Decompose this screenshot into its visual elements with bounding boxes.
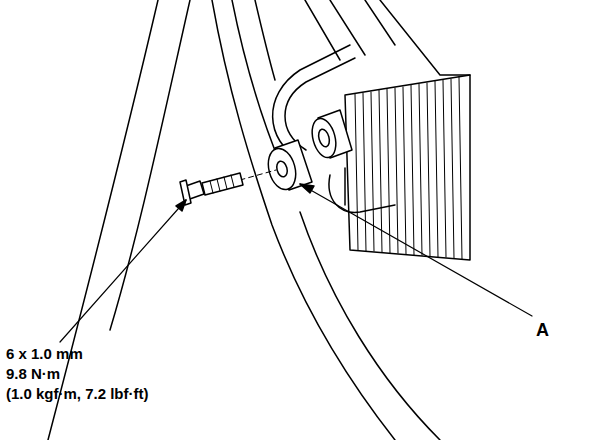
radiator-fins <box>355 77 462 259</box>
bumper-edge <box>255 0 275 80</box>
body-contour <box>110 0 190 330</box>
torque-value: 9.8 N·m <box>6 365 60 383</box>
bracket <box>344 168 346 205</box>
leader-arrowhead <box>176 200 186 211</box>
torque-conversion: (1.0 kgf·m, 7.2 lbf·ft) <box>6 385 149 403</box>
frame-line <box>380 0 470 75</box>
leader-arrowhead <box>300 184 314 193</box>
leader-line <box>60 200 186 342</box>
bumper-edge <box>232 0 282 168</box>
bolt-size: 6 x 1.0 mm <box>6 345 83 363</box>
leader-line <box>300 184 532 316</box>
bushing <box>308 110 352 160</box>
radiator-core <box>345 75 470 260</box>
alignment-line <box>240 170 276 180</box>
frame-line <box>305 0 340 60</box>
callout-letter: A <box>536 320 549 342</box>
bolt <box>180 173 243 205</box>
frame-line <box>365 0 395 45</box>
body-contour <box>48 0 158 440</box>
bumper-edge <box>300 212 440 440</box>
